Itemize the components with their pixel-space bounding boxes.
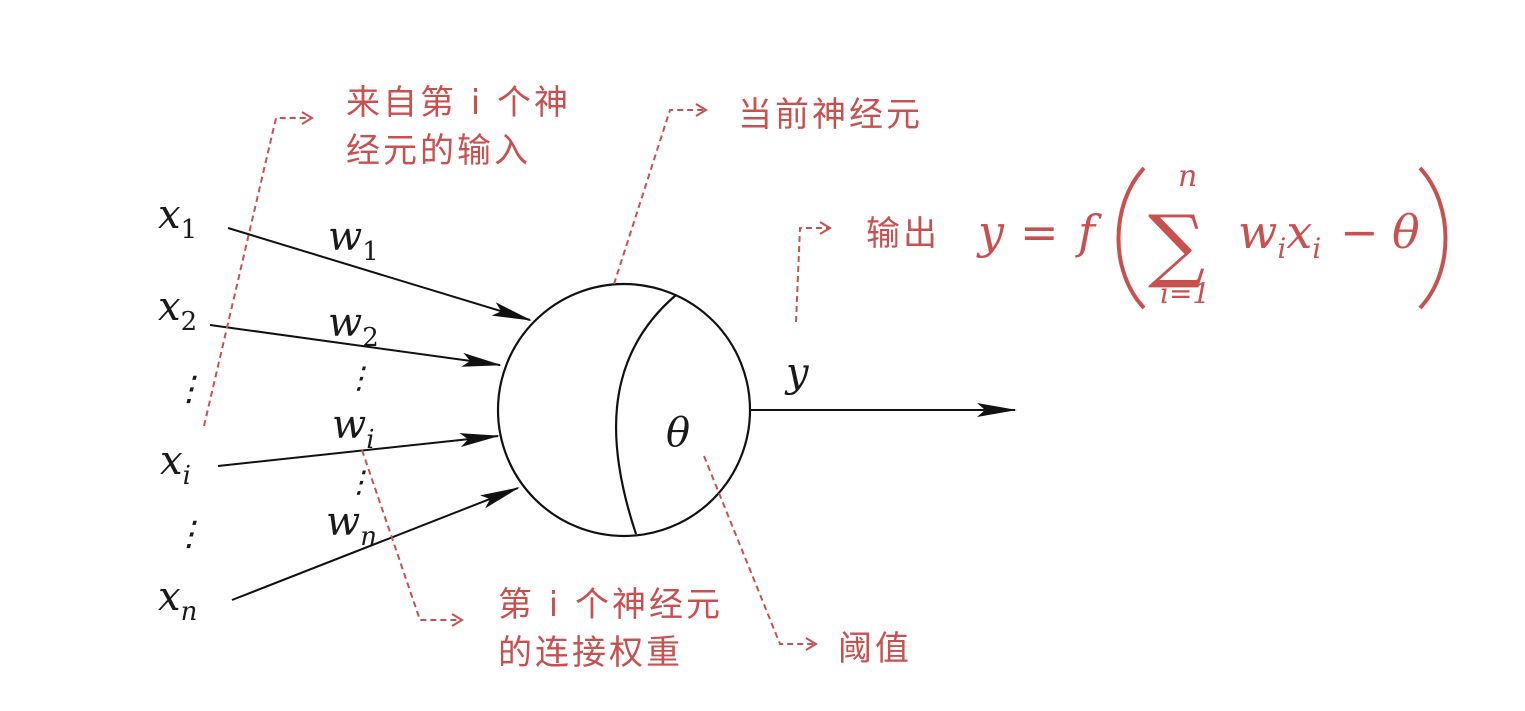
input-xi: xi xyxy=(160,438,191,491)
weight-wi: wi xyxy=(332,402,375,455)
svg-text:w2: w2 xyxy=(328,300,379,353)
input-x1: x1 xyxy=(158,192,197,245)
threshold-symbol: θ xyxy=(666,410,690,456)
svg-text:f: f xyxy=(1075,205,1102,259)
annotation-pointer-threshold xyxy=(703,455,814,645)
neuron-circle xyxy=(496,282,752,538)
annotation-threshold: 阈值 xyxy=(838,629,912,669)
input-vdots-upper: ⋮ xyxy=(172,369,206,409)
svg-text:wi: wi xyxy=(332,402,375,455)
svg-text:y: y xyxy=(976,205,1005,259)
output-formula: y = f n ∑ i=1 wixi − θ xyxy=(976,159,1448,310)
annotation-pointer-threshold-head xyxy=(805,637,818,651)
connection-arrow-1 xyxy=(227,227,532,321)
weight-w2: w2 xyxy=(328,300,379,353)
svg-text:wn: wn xyxy=(326,499,377,552)
weight-w1: w1 xyxy=(328,214,379,267)
input-vdots-lower: ⋮ xyxy=(172,514,206,554)
svg-text:w1: w1 xyxy=(328,214,379,267)
weight-vdots-upper: ⋮ xyxy=(344,361,374,396)
formula-right-paren xyxy=(1418,166,1448,310)
svg-text:θ: θ xyxy=(1392,205,1420,259)
connection-arrow-n xyxy=(231,487,520,601)
annotation-pointer-output xyxy=(795,227,828,323)
weight-wn: wn xyxy=(326,499,377,552)
annotation-pointer-input xyxy=(203,117,310,427)
annotation-current-neuron: 当前神经元 xyxy=(738,95,923,135)
connection-arrow-2 xyxy=(209,324,502,367)
output-symbol: y xyxy=(784,350,810,396)
svg-text:−: − xyxy=(1340,205,1379,259)
annotation-pointer-output-head xyxy=(819,221,832,235)
formula-left-paren xyxy=(1116,166,1146,310)
annotation-weight-line1: 第 i 个神经元 xyxy=(498,585,723,625)
annotation-pointer-weight-head xyxy=(451,613,464,627)
svg-text:x2: x2 xyxy=(158,284,197,337)
svg-text:=: = xyxy=(1020,205,1059,259)
svg-text:∑: ∑ xyxy=(1148,198,1205,291)
svg-text:xn: xn xyxy=(158,574,197,627)
annotation-output: 输出 xyxy=(866,214,940,254)
svg-text:n: n xyxy=(1178,159,1197,194)
annotation-input-line1: 来自第 i 个神 xyxy=(346,83,571,123)
input-x2: x2 xyxy=(158,284,197,337)
connection-arrow-i xyxy=(217,433,500,467)
neuron-divider xyxy=(614,294,677,535)
svg-text:wixi: wixi xyxy=(1238,205,1321,265)
svg-text:xi: xi xyxy=(160,438,191,491)
svg-text:x1: x1 xyxy=(158,192,197,245)
annotation-weight-line2: 的连接权重 xyxy=(498,633,683,673)
annotation-pointer-input-head xyxy=(301,111,314,125)
annotation-pointer-current xyxy=(613,109,704,285)
annotation-pointer-current-head xyxy=(695,103,708,117)
annotation-input-line2: 经元的输入 xyxy=(346,131,531,171)
svg-text:i=1: i=1 xyxy=(1160,277,1210,310)
input-xn: xn xyxy=(158,574,197,627)
